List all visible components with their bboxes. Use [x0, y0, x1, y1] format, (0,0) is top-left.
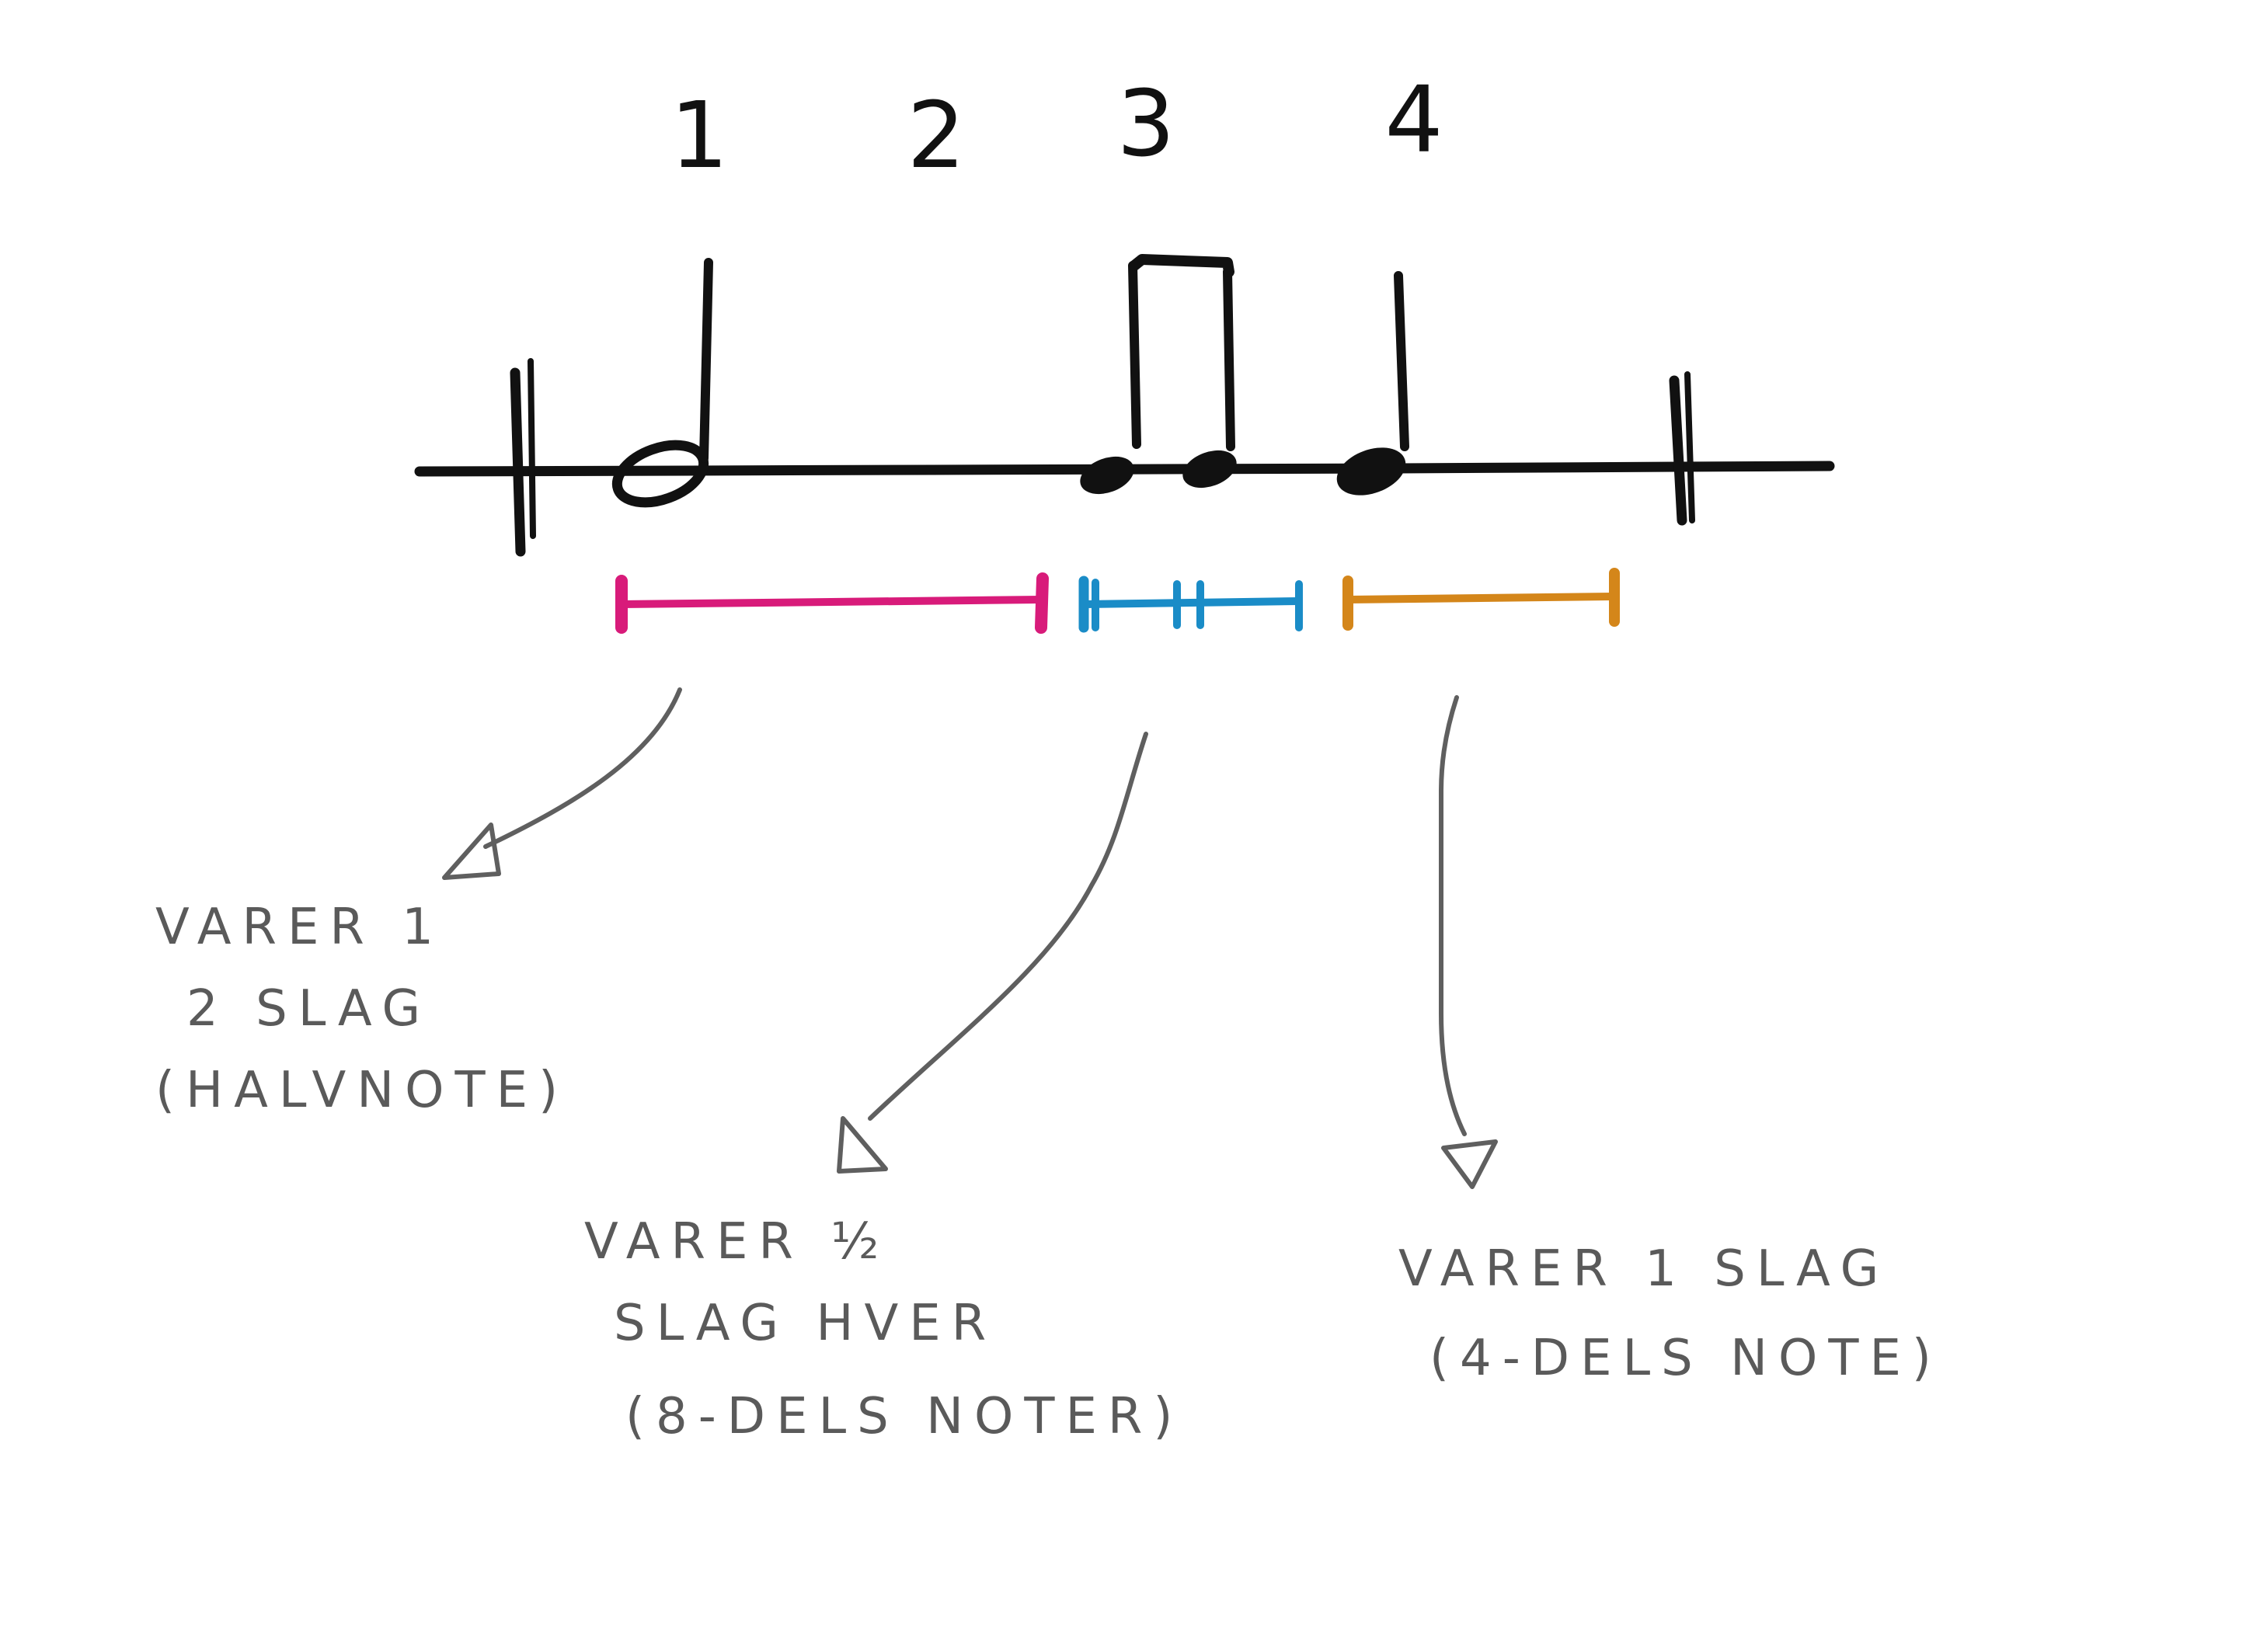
quarter-note	[1336, 271, 1409, 496]
half-span-line	[618, 596, 1045, 608]
eighth-note-stem-1	[1128, 261, 1141, 449]
annotation-arrows	[442, 687, 1498, 1189]
captions: VARER 1 2 SLAG (HALVNOTE) VARER ½ SLAG H…	[155, 899, 1942, 1445]
quarter-note-arrow	[1439, 695, 1498, 1189]
end-barline	[1669, 375, 1687, 526]
eighth-notes-arrow	[837, 732, 1148, 1174]
eighth-note-stem-2	[1223, 267, 1235, 451]
eighth-caption-line-1: VARER ½	[584, 1213, 890, 1271]
quarter-arrow-shaft	[1439, 695, 1467, 1136]
end-barline-stroke	[1684, 371, 1695, 523]
eighth-notes	[1080, 254, 1237, 495]
beat-number-3: 3	[1116, 70, 1175, 177]
half-note-caption: VARER 1 2 SLAG (HALVNOTE)	[155, 899, 569, 1119]
eighth-caption-line-3: (8-DELS NOTER)	[625, 1388, 1183, 1445]
eighth-note-beam	[1129, 254, 1234, 277]
half-caption-line-3: (HALVNOTE)	[155, 1062, 569, 1119]
quarter-caption-line-1: VARER 1 SLAG	[1398, 1240, 1889, 1298]
beat-number-4: 4	[1384, 66, 1443, 173]
measure	[414, 358, 1835, 557]
start-barline-stroke	[528, 358, 536, 539]
quarter-note-stem	[1394, 271, 1409, 451]
eighth-note-head-2	[1182, 450, 1237, 489]
half-caption-line-1: VARER 1	[155, 899, 444, 956]
half-arrow-head	[442, 823, 501, 880]
beat-number-1: 1	[670, 82, 728, 189]
staff-line	[414, 461, 1835, 477]
quarter-note-duration-span	[1342, 568, 1620, 631]
quarter-span-line	[1344, 593, 1616, 603]
half-caption-line-2: 2 SLAG	[186, 980, 431, 1038]
eighth-note-head-1	[1080, 456, 1134, 495]
half-arrow-shaft	[483, 687, 682, 849]
half-span-end-cap	[1035, 572, 1049, 634]
quarter-caption-line-2: (4-DELS NOTE)	[1429, 1330, 1942, 1387]
beat-numbers: 1 2 3 4	[670, 66, 1443, 189]
half-note-stem	[699, 258, 713, 463]
eighth-arrow-head	[837, 1116, 888, 1174]
quarter-arrow-head	[1441, 1139, 1498, 1189]
half-note-duration-span	[615, 572, 1049, 634]
quarter-note-head	[1336, 447, 1406, 496]
eighth-notes-duration-span	[1078, 576, 1303, 633]
eighth-caption-line-2: SLAG HVER	[614, 1295, 997, 1352]
quarter-note-caption: VARER 1 SLAG (4-DELS NOTE)	[1398, 1240, 1942, 1387]
eighth-notes-caption: VARER ½ SLAG HVER (8-DELS NOTER)	[584, 1213, 1183, 1445]
notes	[611, 254, 1409, 508]
eighth-arrow-shaft	[868, 732, 1148, 1121]
start-barline	[510, 367, 526, 557]
duration-spans	[615, 568, 1620, 634]
half-note	[611, 258, 713, 508]
eighth-span-line	[1080, 597, 1301, 608]
half-note-arrow	[442, 687, 682, 880]
beat-number-2: 2	[907, 82, 965, 189]
